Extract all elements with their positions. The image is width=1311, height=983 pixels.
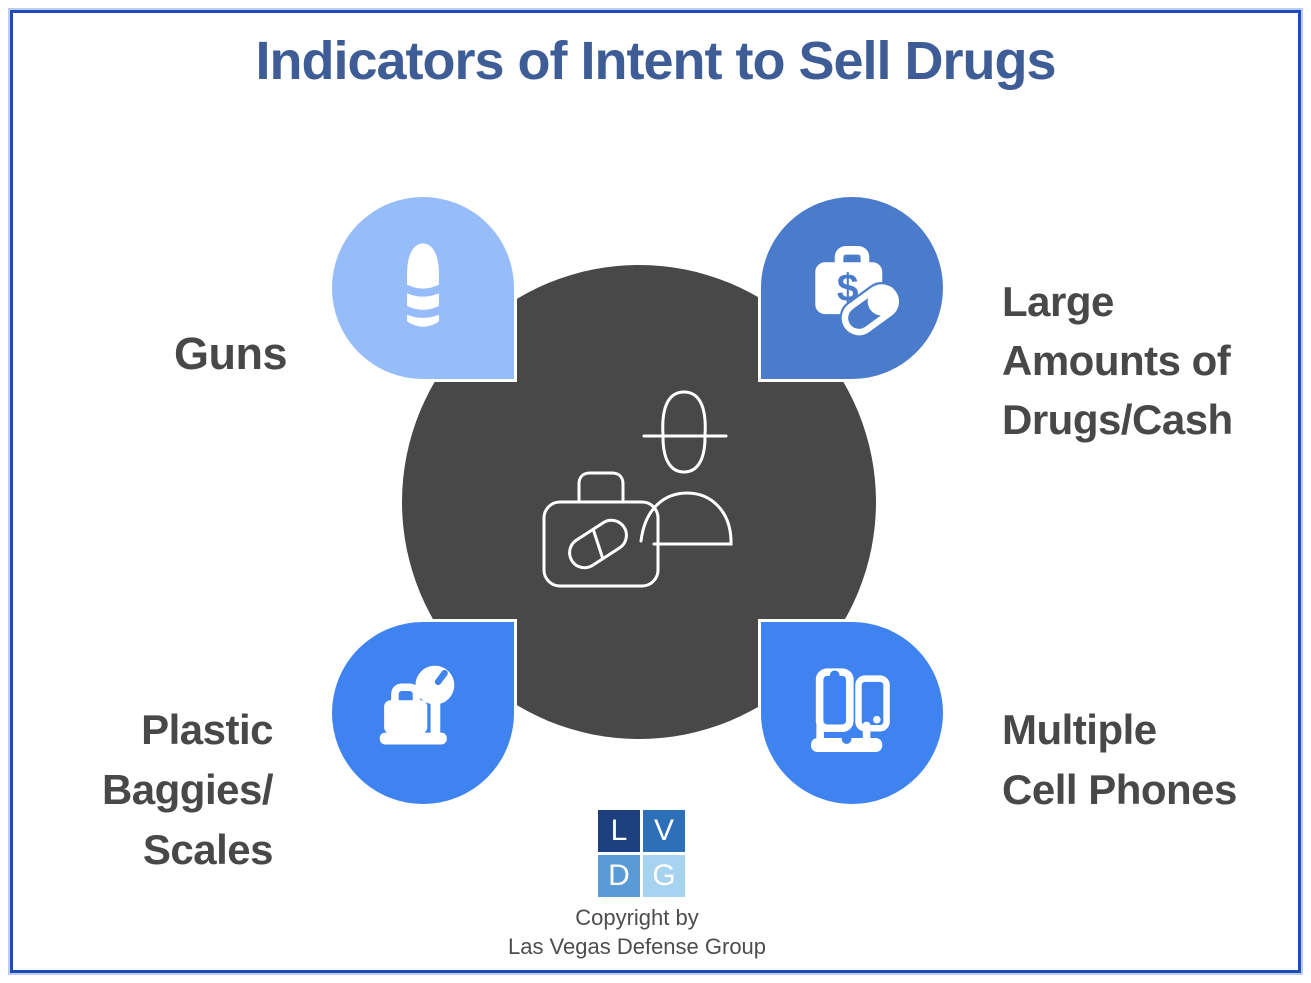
- copyright-line: Copyright by: [575, 905, 699, 930]
- bubble-baggies-scales: [329, 619, 517, 807]
- cell-phones-icon: [798, 657, 906, 770]
- label-line: Large: [1002, 278, 1114, 325]
- weighing-scale-icon: [369, 657, 477, 770]
- label-line: Plastic: [141, 706, 273, 753]
- logo-square-v: V: [643, 810, 685, 852]
- label-line: Multiple: [1002, 706, 1157, 753]
- copyright-line: Las Vegas Defense Group: [507, 934, 767, 959]
- page-title: Indicators of Intent to Sell Drugs: [255, 31, 1056, 91]
- label-line: Guns: [173, 328, 288, 379]
- drug-dealer-briefcase-pill-icon: [534, 378, 734, 613]
- bubble-drugs-cash: $: [758, 194, 946, 382]
- label-line: Drugs/Cash: [1002, 396, 1233, 443]
- label-plastic-baggies-scales: Plastic Baggies/ Scales: [101, 700, 274, 880]
- logo-square-l: L: [598, 810, 640, 852]
- lvdg-logo: L V D G: [598, 810, 686, 898]
- label-large-amounts-drugs-cash: Large Amounts of Drugs/Cash: [1002, 272, 1233, 449]
- label-line: Cell Phones: [1002, 766, 1237, 813]
- logo-square-g: G: [643, 855, 685, 897]
- bubble-cell-phones: [758, 619, 946, 807]
- label-line: Scales: [142, 826, 274, 873]
- money-briefcase-pill-icon: $: [798, 232, 906, 345]
- label-guns: Guns: [173, 328, 288, 380]
- logo-square-d: D: [598, 855, 640, 897]
- label-line: Amounts of: [1002, 337, 1231, 384]
- label-line: Baggies/: [101, 766, 274, 813]
- label-multiple-cell-phones: Multiple Cell Phones: [1002, 700, 1237, 820]
- bubble-guns: [329, 194, 517, 382]
- copyright-text: Copyright by Las Vegas Defense Group: [437, 903, 837, 961]
- bullet-icon: [392, 237, 454, 340]
